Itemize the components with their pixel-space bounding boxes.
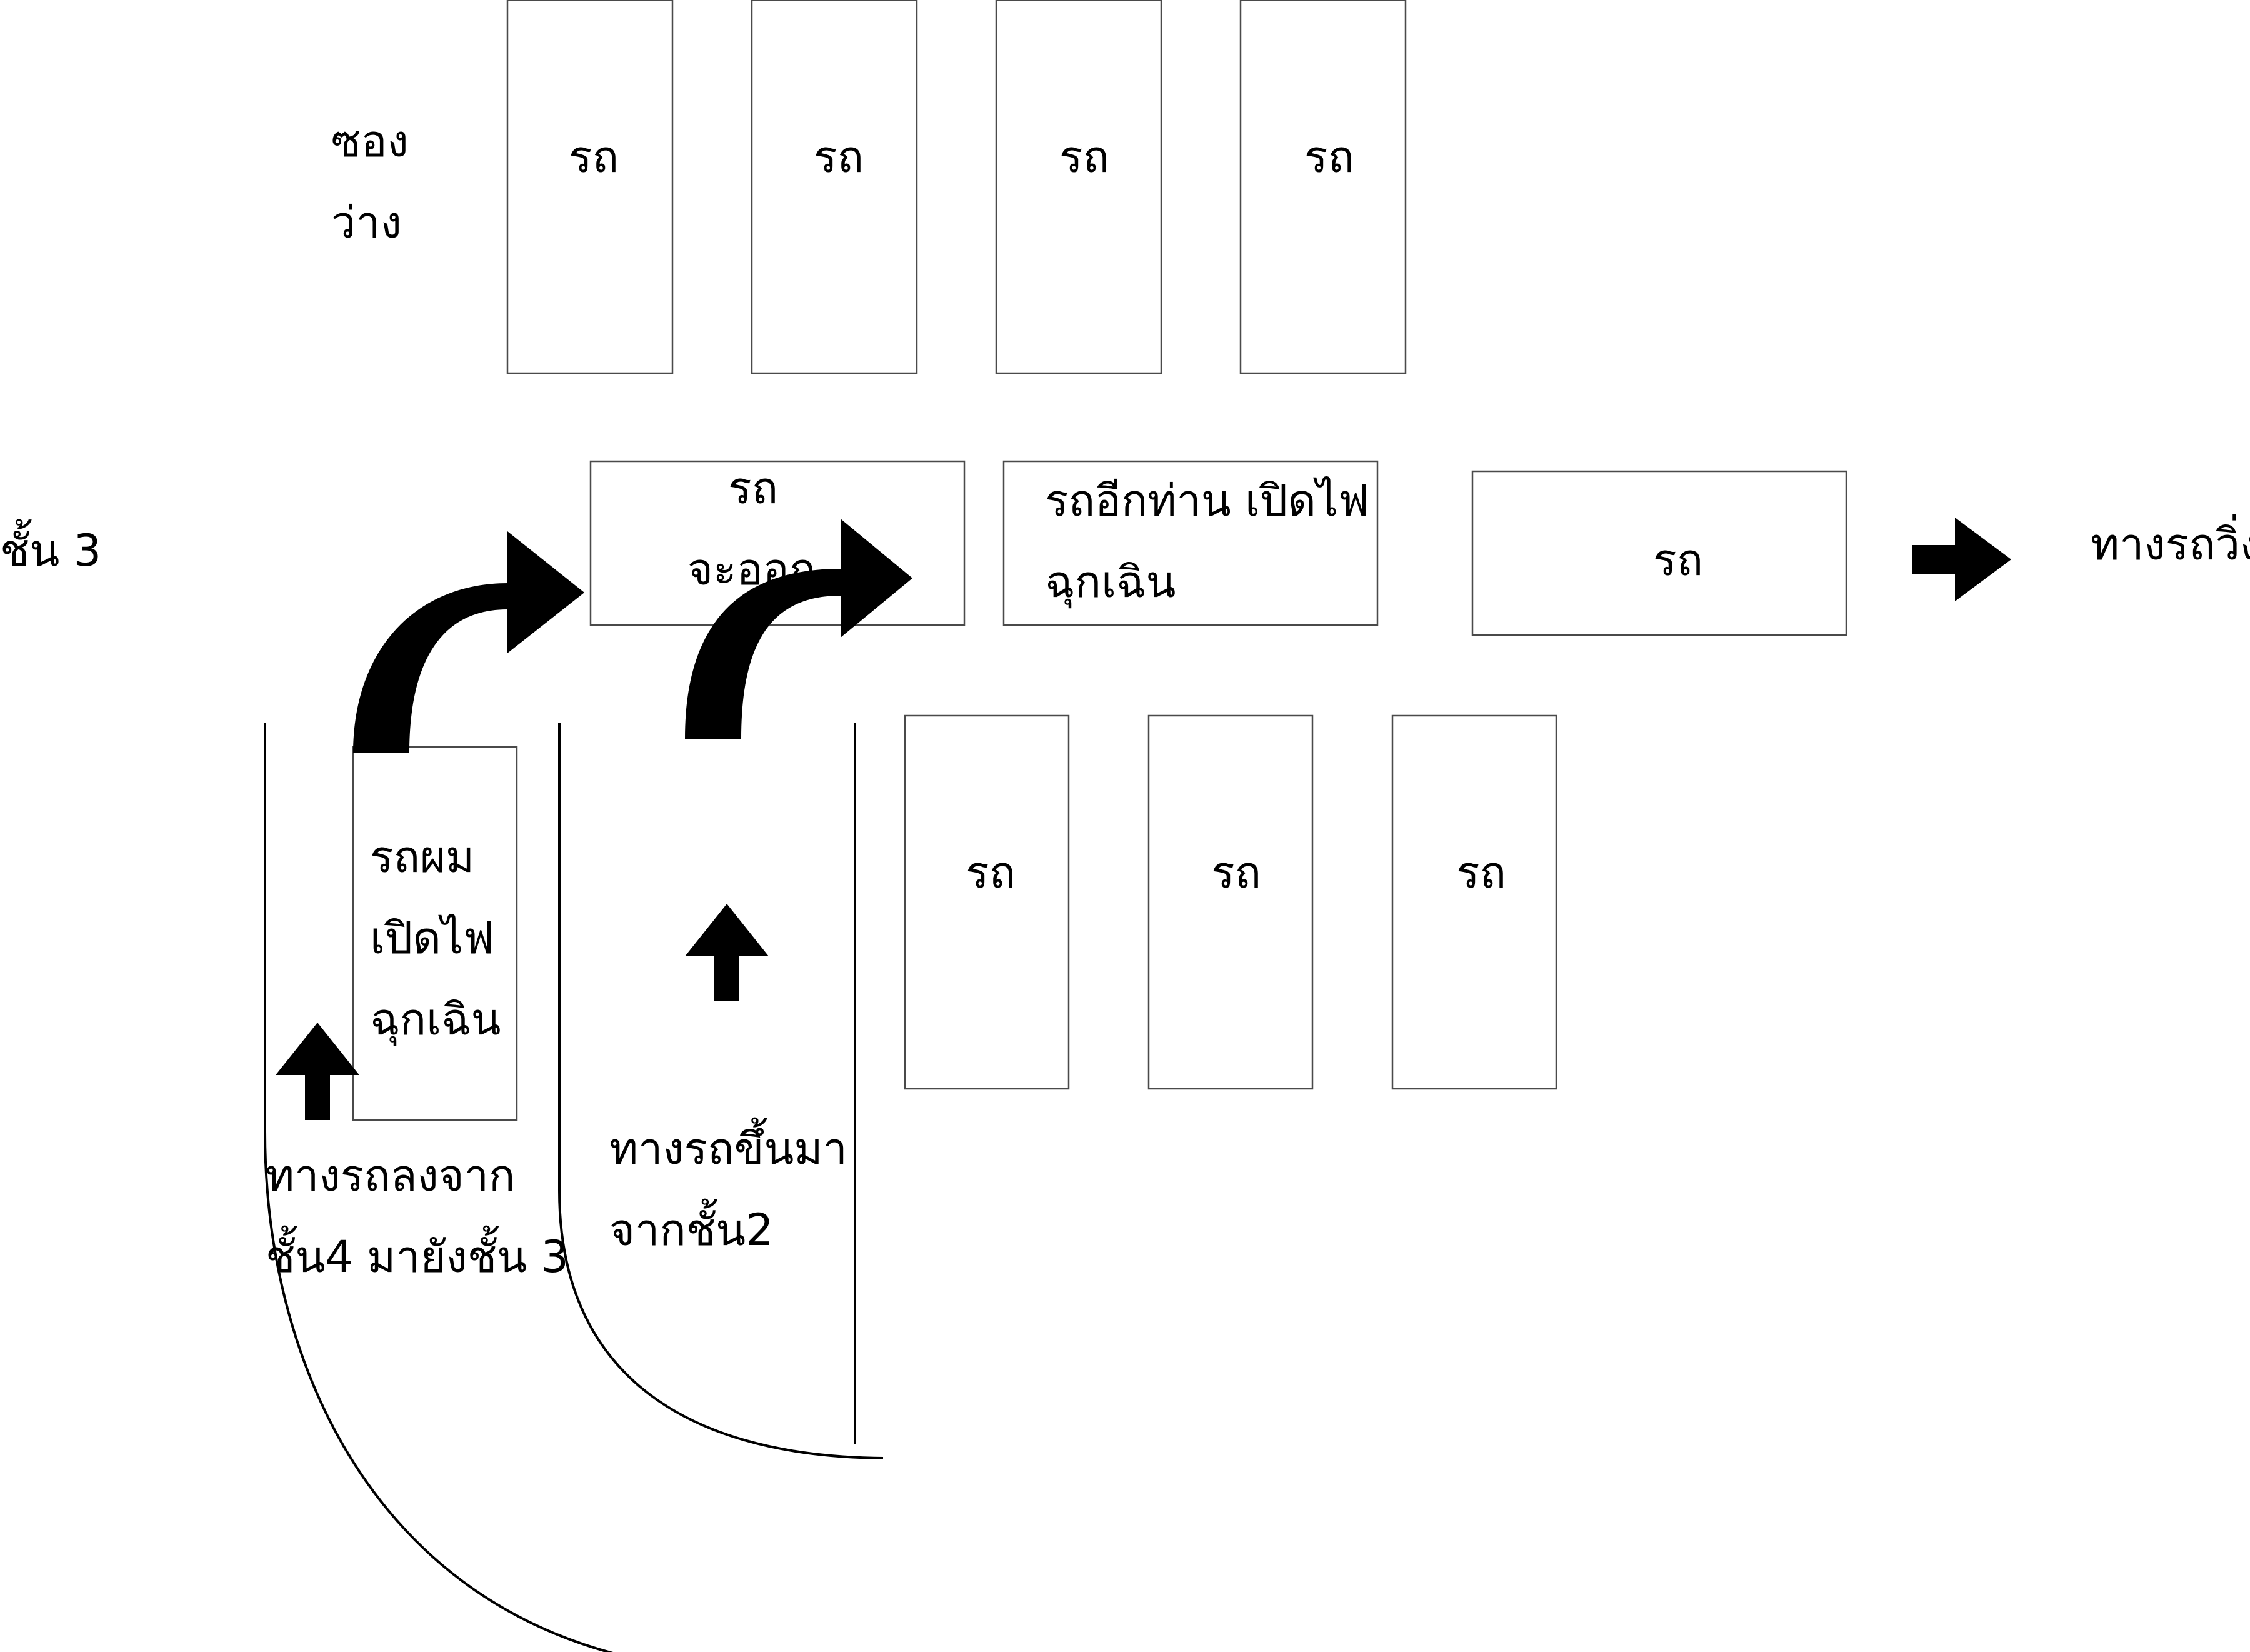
top-slot-1-label: รถ	[569, 131, 619, 183]
right-car-label: รถ	[1653, 534, 1703, 586]
top-slot-3-label: รถ	[1059, 131, 1109, 183]
ramp-down-label-1: ทางรถลงจาก	[266, 1150, 515, 1201]
ramp-down-outer-line	[264, 723, 614, 1652]
curved-arrow-icon	[685, 519, 912, 739]
right-car-box	[1471, 470, 1848, 636]
ramp-up-label-2: จากชั้น2	[609, 1198, 774, 1256]
my-car-label-1: รถผม	[370, 831, 474, 883]
my-car-label-3: ฉุกเฉิน	[370, 994, 501, 1046]
top-slot-1	[506, 0, 674, 374]
bottom-slot-2	[1148, 714, 1314, 1090]
bottom-parking-row: รถ รถ รถ	[904, 714, 1558, 1090]
top-slot-4	[1239, 0, 1407, 374]
top-slot-2	[751, 0, 918, 374]
top-slot-3	[995, 0, 1162, 374]
ramp-up-label-1: ทางรถขึ้นมา	[609, 1117, 848, 1174]
lane-exit-label: ทางรถวิ่ง	[2091, 514, 2250, 570]
floor-label: ชั้น 3	[0, 519, 101, 576]
bottom-slot-1-label: รถ	[966, 847, 1016, 898]
bottom-slot-2-label: รถ	[1211, 847, 1261, 898]
ramp-lines	[264, 723, 884, 1652]
bottom-slot-3-label: รถ	[1456, 847, 1506, 898]
top-parking-row: รถ รถ รถ รถ	[506, 0, 1407, 374]
ramp-divider-line	[558, 723, 884, 1459]
empty-slot-label-2: ว่าง	[331, 197, 402, 248]
bottom-slot-3	[1391, 714, 1558, 1090]
bottom-slot-1	[904, 714, 1070, 1090]
up-arrow-icon	[685, 904, 769, 1001]
other-car-label-2: ฉุกเฉิน	[1045, 556, 1176, 609]
curved-arrow-icon	[353, 531, 584, 753]
top-slot-4-label: รถ	[1304, 131, 1354, 183]
my-car-label-2: เปิดไฟ	[370, 913, 494, 964]
other-car-label-1: รถอีกท่าน เปิดไฟ	[1045, 475, 1369, 526]
ramp-down-label-2: ชั้น4 มายังชั้น 3	[266, 1225, 569, 1283]
up-arrow-icon	[276, 1023, 359, 1120]
leaving-car-label-1: รถ	[728, 463, 778, 514]
right-arrow-icon	[1912, 518, 2011, 601]
my-car-box	[352, 746, 518, 1121]
other-car-box	[1002, 460, 1379, 626]
empty-slot-label-1: ซอง	[331, 116, 409, 167]
top-slot-2-label: รถ	[814, 131, 864, 183]
